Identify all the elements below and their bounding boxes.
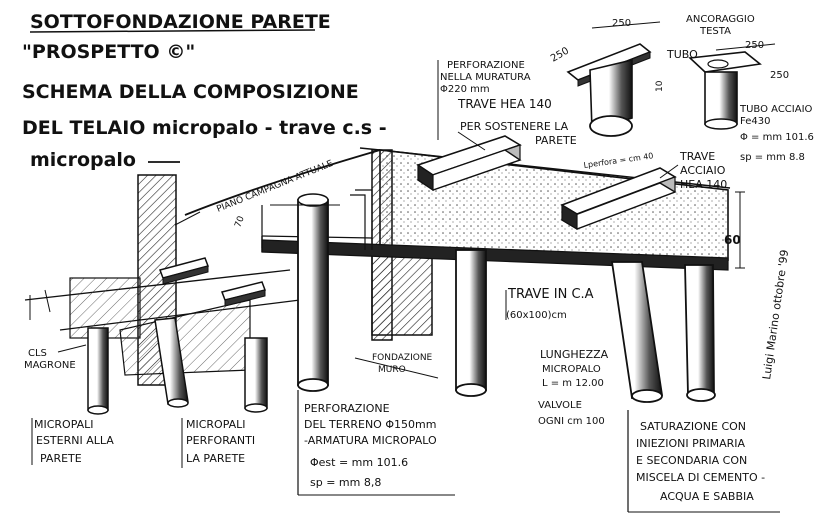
micropali-perforanti-2: PERFORANTI — [186, 434, 255, 447]
tubo-label: TUBO — [666, 48, 698, 61]
left-wall — [24, 174, 301, 386]
micropile-4 — [684, 264, 716, 402]
per-sostenere-1: PER SOSTENERE LA — [460, 120, 569, 133]
lunghezza-1: LUNGHEZZA — [540, 348, 609, 361]
perforazione-terreno-2: DEL TERRENO Φ150mm — [304, 418, 436, 431]
trave-inca-2: (60x100)cm — [506, 310, 567, 321]
lunghezza-5: OGNI cm 100 — [538, 416, 605, 427]
perforazione-terreno-4: Φest = mm 101.6 — [310, 456, 408, 469]
micropali-perforanti-1: MICROPALI — [186, 418, 246, 431]
lunghezza-3: L = m 12.00 — [542, 378, 604, 389]
dim-60: 60 — [724, 191, 745, 269]
saturazione-4: MISCELA DI CEMENTO - — [636, 471, 765, 484]
tubo-acciaio-2: Fe430 — [740, 116, 770, 127]
labels-top: PERFORAZIONE NELLA MURATURA Φ220 mm TRAV… — [437, 14, 814, 191]
dim-250-c: 250 — [745, 40, 764, 51]
cls-magrone-2: MAGRONE — [24, 360, 76, 371]
saturazione-1: SATURAZIONE CON — [640, 420, 746, 433]
perforazione-muratura-1: PERFORAZIONE — [447, 60, 525, 71]
ancoraggio-1: ANCORAGGIO — [686, 14, 755, 25]
dim-70-label: 70 — [233, 215, 246, 229]
trave-hea-top: TRAVE HEA 140 — [457, 97, 552, 111]
lperfora-label: Lperfora = cm 40 — [583, 151, 654, 170]
perforazione-muratura-2: NELLA MURATURA — [440, 72, 531, 83]
trave-inca-1: TRAVE IN C.A — [507, 287, 594, 302]
micropali-esterni-2: ESTERNI ALLA — [36, 434, 114, 447]
micropiles-main — [297, 193, 716, 403]
micropali-esterni-1: MICROPALI — [34, 418, 94, 431]
lunghezza-4: VALVOLE — [538, 400, 582, 411]
anchor-detail — [566, 43, 762, 137]
micropile-3 — [610, 261, 664, 403]
saturazione-3: E SECONDARIA CON — [636, 454, 747, 467]
perforazione-muratura-3: Φ220 mm — [440, 84, 490, 95]
fondazione-2: MURO — [378, 365, 406, 375]
per-sostenere-2: PARETE — [535, 134, 577, 147]
hea-beam-right — [560, 167, 677, 231]
rebar-detail — [261, 189, 373, 250]
title-line-4: DEL TELAIO micropalo - trave c.s - — [22, 117, 387, 139]
title-line-1: SOTTOFONDAZIONE PARETE — [30, 11, 331, 33]
tubo-acciaio-4: sp = mm 8.8 — [740, 152, 805, 163]
micropile-2 — [455, 249, 487, 397]
micropali-perforanti-3: LA PARETE — [186, 452, 245, 465]
micropiles-left — [87, 317, 268, 415]
trave-acciaio-1: TRAVE — [679, 150, 715, 163]
dim-250-a: 250 — [612, 18, 631, 29]
micropile-1 — [297, 193, 329, 392]
perforazione-terreno-5: sp = mm 8,8 — [310, 476, 381, 489]
saturazione-2: INIEZIONI PRIMARIA — [636, 437, 745, 450]
dim-10: 10 — [655, 80, 665, 92]
ancoraggio-2: TESTA — [699, 26, 731, 37]
title-line-3: SCHEMA DELLA COMPOSIZIONE — [22, 81, 359, 103]
perforazione-terreno-1: PERFORAZIONE — [304, 402, 390, 415]
title-line-5: micropalo — [30, 149, 136, 171]
fondazione-1: FONDAZIONE — [372, 353, 433, 363]
perforazione-terreno-3: -ARMATURA MICROPALO — [304, 434, 437, 447]
trave-acciaio-2: ACCIAIO — [680, 164, 726, 177]
ground-line: PIANO CAMPAGNA ATTUALE 70 — [174, 149, 381, 229]
dim-250-d: 250 — [770, 70, 789, 81]
tubo-acciaio-1: TUBO ACCIAIO — [739, 104, 813, 115]
tubo-acciaio-3: Φ = mm 101.6 — [740, 132, 814, 143]
saturazione-5: ACQUA E SABBIA — [660, 490, 754, 503]
cls-magrone-1: CLS — [28, 348, 47, 359]
trave-acciaio-3: HEA 140 — [680, 178, 727, 191]
title-line-2: "PROSPETTO ©" — [22, 41, 195, 63]
left-steel-beams — [159, 257, 266, 307]
dim-250-b: 250 — [549, 46, 571, 65]
lunghezza-2: MICROPALO — [542, 364, 601, 375]
signature: Luigi Marino ottobre '99 — [760, 249, 791, 381]
hea-beam-top — [416, 135, 522, 192]
dim-60-label: 60 — [724, 233, 741, 247]
labels-bottom: CLS MAGRONE MICROPALI ESTERNI ALLA PARET… — [24, 344, 780, 513]
micropali-esterni-3: PARETE — [40, 452, 82, 465]
title-block: SOTTOFONDAZIONE PARETE "PROSPETTO ©" SCH… — [22, 11, 387, 171]
